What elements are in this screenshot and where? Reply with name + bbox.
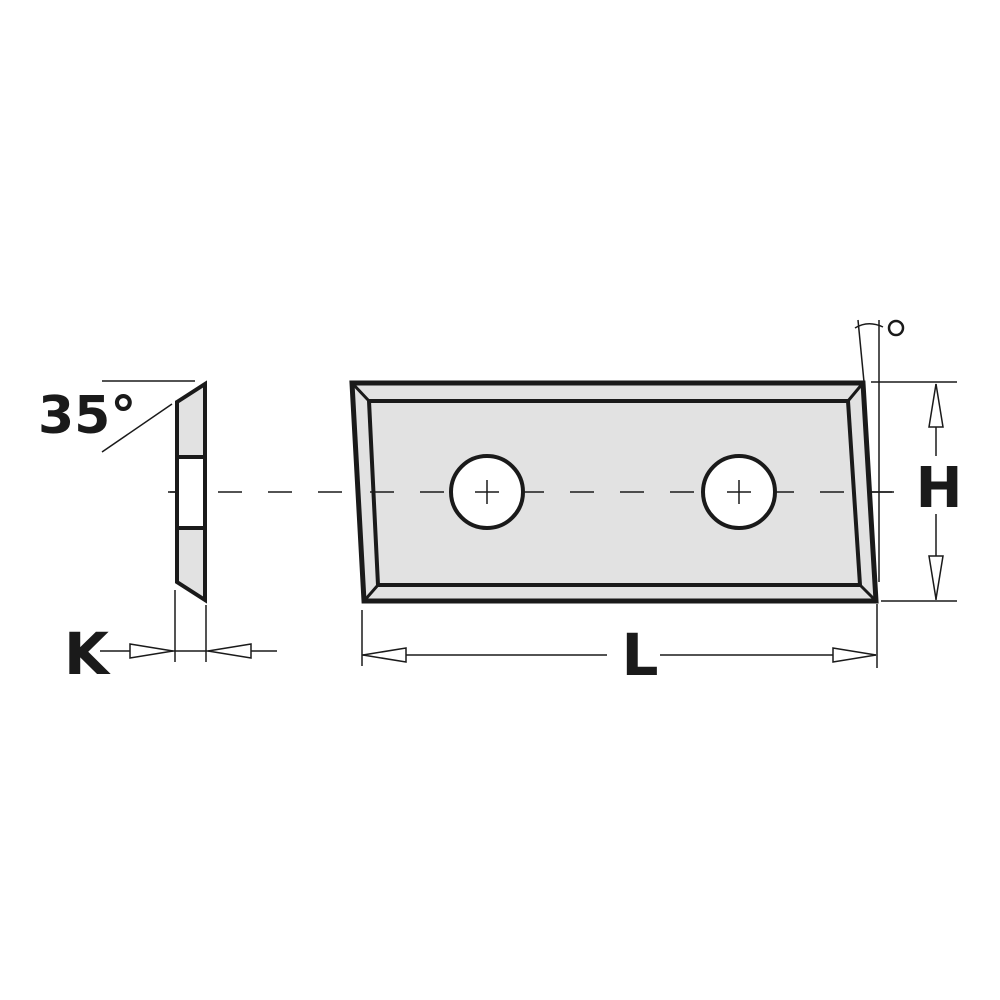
side-view (170, 380, 207, 604)
height-dimension: H (871, 381, 963, 602)
end-angle-degree-mark (887, 319, 905, 337)
front-view (349, 380, 912, 604)
angle-side-label: 35° (38, 386, 136, 446)
height-label: H (916, 456, 963, 521)
end-angle-dimension (854, 319, 905, 582)
length-label: L (622, 621, 659, 689)
bevel-angle-dimension: 35° (38, 380, 195, 453)
mounting-hole (449, 454, 525, 530)
thickness-dimension: K (64, 590, 277, 688)
thickness-label: K (64, 620, 111, 688)
length-dimension: L (361, 604, 878, 689)
mounting-hole (701, 454, 777, 530)
